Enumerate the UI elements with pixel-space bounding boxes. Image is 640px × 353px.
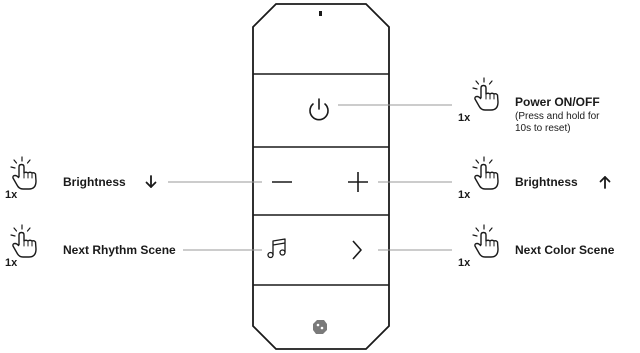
- chevron-right-icon: [352, 240, 362, 260]
- status-led: [319, 11, 322, 16]
- plus-icon: [348, 172, 368, 192]
- remote-outline: [252, 3, 390, 350]
- tap-hand-icon: [10, 224, 37, 258]
- multiplier-brightness-up: 1x: [458, 189, 471, 201]
- multiplier-power: 1x: [458, 112, 471, 124]
- tap-hand-icon: [10, 156, 37, 190]
- logo-icon: [313, 320, 327, 334]
- note-power-line-1: (Press and hold for: [515, 111, 600, 122]
- note-power-line-2: 10s to reset): [515, 123, 571, 134]
- music-note-icon: [267, 238, 286, 259]
- arrow-down-icon: [145, 175, 157, 188]
- multiplier-next-rhythm: 1x: [5, 257, 18, 269]
- power-icon: [309, 98, 329, 121]
- label-power: Power ON/OFF: [515, 95, 600, 109]
- label-next-rhythm: Next Rhythm Scene: [63, 243, 176, 257]
- multiplier-brightness-down: 1x: [5, 189, 18, 201]
- tap-hand-icon: [472, 224, 499, 258]
- multiplier-next-color: 1x: [458, 257, 471, 269]
- tap-hand-icon: [472, 77, 499, 111]
- label-brightness-up: Brightness: [515, 175, 578, 189]
- label-next-color: Next Color Scene: [515, 243, 615, 257]
- label-brightness-down: Brightness: [63, 175, 126, 189]
- arrow-up-icon: [599, 176, 611, 189]
- tap-hand-icon: [472, 156, 499, 190]
